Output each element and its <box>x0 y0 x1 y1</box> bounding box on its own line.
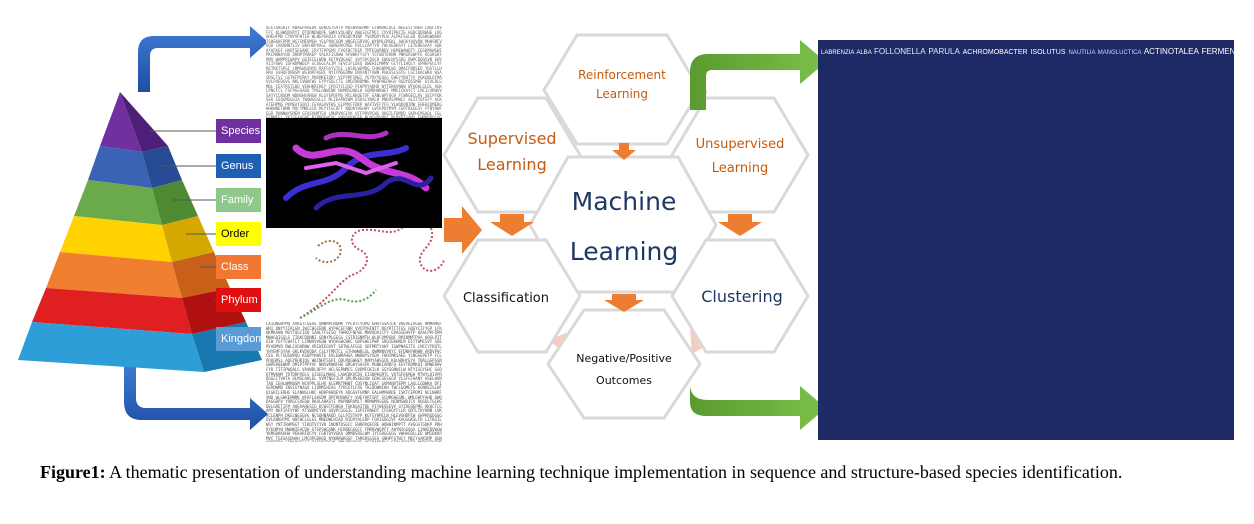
pyramid-tier-species <box>100 92 142 152</box>
caption-text: A thematic presentation of understanding… <box>105 462 1123 482</box>
hex-clustering <box>670 238 810 354</box>
pyramid-tier-family <box>74 180 162 225</box>
outcomes-text-2: Outcomes <box>596 374 652 387</box>
pyramid-tier-kingdom <box>18 322 204 372</box>
caption-label: Figure1: <box>40 462 106 482</box>
pyramid-tier-phylum <box>32 288 192 334</box>
supervised-text-2: Learning <box>477 155 546 174</box>
unsupervised-text-1: Unsupervised <box>696 137 785 152</box>
pyramid-tier-genus <box>88 146 152 188</box>
green-bottom-arrow <box>690 356 826 430</box>
pyramid-tier-genus-side <box>142 146 182 188</box>
reinforcement-text-2: Learning <box>596 87 648 101</box>
taxonomy-label-family: Family <box>216 188 261 212</box>
word-cloud-term: NAUTILIA MANGLUCTICA <box>1068 50 1144 56</box>
pyramid-tier-order <box>60 216 172 262</box>
hex-reinforcement <box>542 33 702 146</box>
taxonomy-label-order: Order <box>216 222 261 246</box>
pyramid-tier-species-side <box>120 92 168 152</box>
protein-structure-image <box>266 118 442 228</box>
word-cloud-term: ACHROMOBACTER ISOLUTUS <box>962 49 1069 56</box>
species-word-cloud: LABRENZIA ALBA FOLLONELLA PARULA ACHROMO… <box>818 40 1234 440</box>
arrow-center-down <box>604 294 644 312</box>
clustering-text: Clustering <box>701 287 783 306</box>
taxonomy-label-class: Class <box>216 255 261 279</box>
unsupervised-text-2: Learning <box>712 161 768 176</box>
outcomes-text-1: Negative/Positive <box>576 352 672 365</box>
pyramid-tier-class <box>46 252 182 298</box>
figure-caption: Figure1: A thematic presentation of unde… <box>40 460 1212 484</box>
figure-graphics: Reinforcement Learning Supervised Learni… <box>18 26 826 430</box>
orange-input-arrow <box>444 206 482 254</box>
machine-learning-text-1: Machine <box>572 187 677 216</box>
bottom-blue-arrow <box>124 362 268 430</box>
top-blue-arrow <box>138 26 268 92</box>
word-cloud-term: ACTINOTALEA FERMENTANS <box>1143 47 1234 56</box>
word-cloud-term: FOLLONELLA PARULA <box>874 47 963 56</box>
green-top-arrow <box>690 40 826 110</box>
figure-panel: Reinforcement Learning Supervised Learni… <box>18 26 1234 442</box>
taxonomy-label-phylum: Phylum <box>216 288 261 312</box>
pyramid-tier-class-side <box>172 252 230 298</box>
reinforcement-text-1: Reinforcement <box>578 68 666 82</box>
taxonomy-label-genus: Genus <box>216 154 261 178</box>
sequence-block-top: DLETGRGRIF KWAEPAAEDV QENQSTSVTP MQSHVRG… <box>266 26 442 118</box>
pyramid-tier-family-side <box>152 180 198 225</box>
hex-unsupervised <box>670 96 810 214</box>
hex-outcomes <box>546 308 702 420</box>
sequence-block-bottom: LAIQNGWYMQ AVKGTCGEAS QNWMPCNQNK YPLRTCY… <box>266 322 442 442</box>
arrow-unsupervised-down <box>718 214 762 236</box>
hex-classification <box>442 238 582 354</box>
supervised-text-1: Supervised <box>467 129 556 148</box>
taxonomy-label-kingdom: Kingdom <box>216 327 264 351</box>
machine-learning-text-2: Learning <box>570 237 679 266</box>
word-cloud-term: LABRENZIA ALBA <box>821 50 875 56</box>
classification-text: Classification <box>463 291 549 306</box>
arrow-supervised-down <box>490 214 534 236</box>
taxonomy-label-species: Species <box>216 119 261 143</box>
pyramid-tier-order-side <box>162 216 214 262</box>
rna-structure-graphic <box>299 218 445 319</box>
